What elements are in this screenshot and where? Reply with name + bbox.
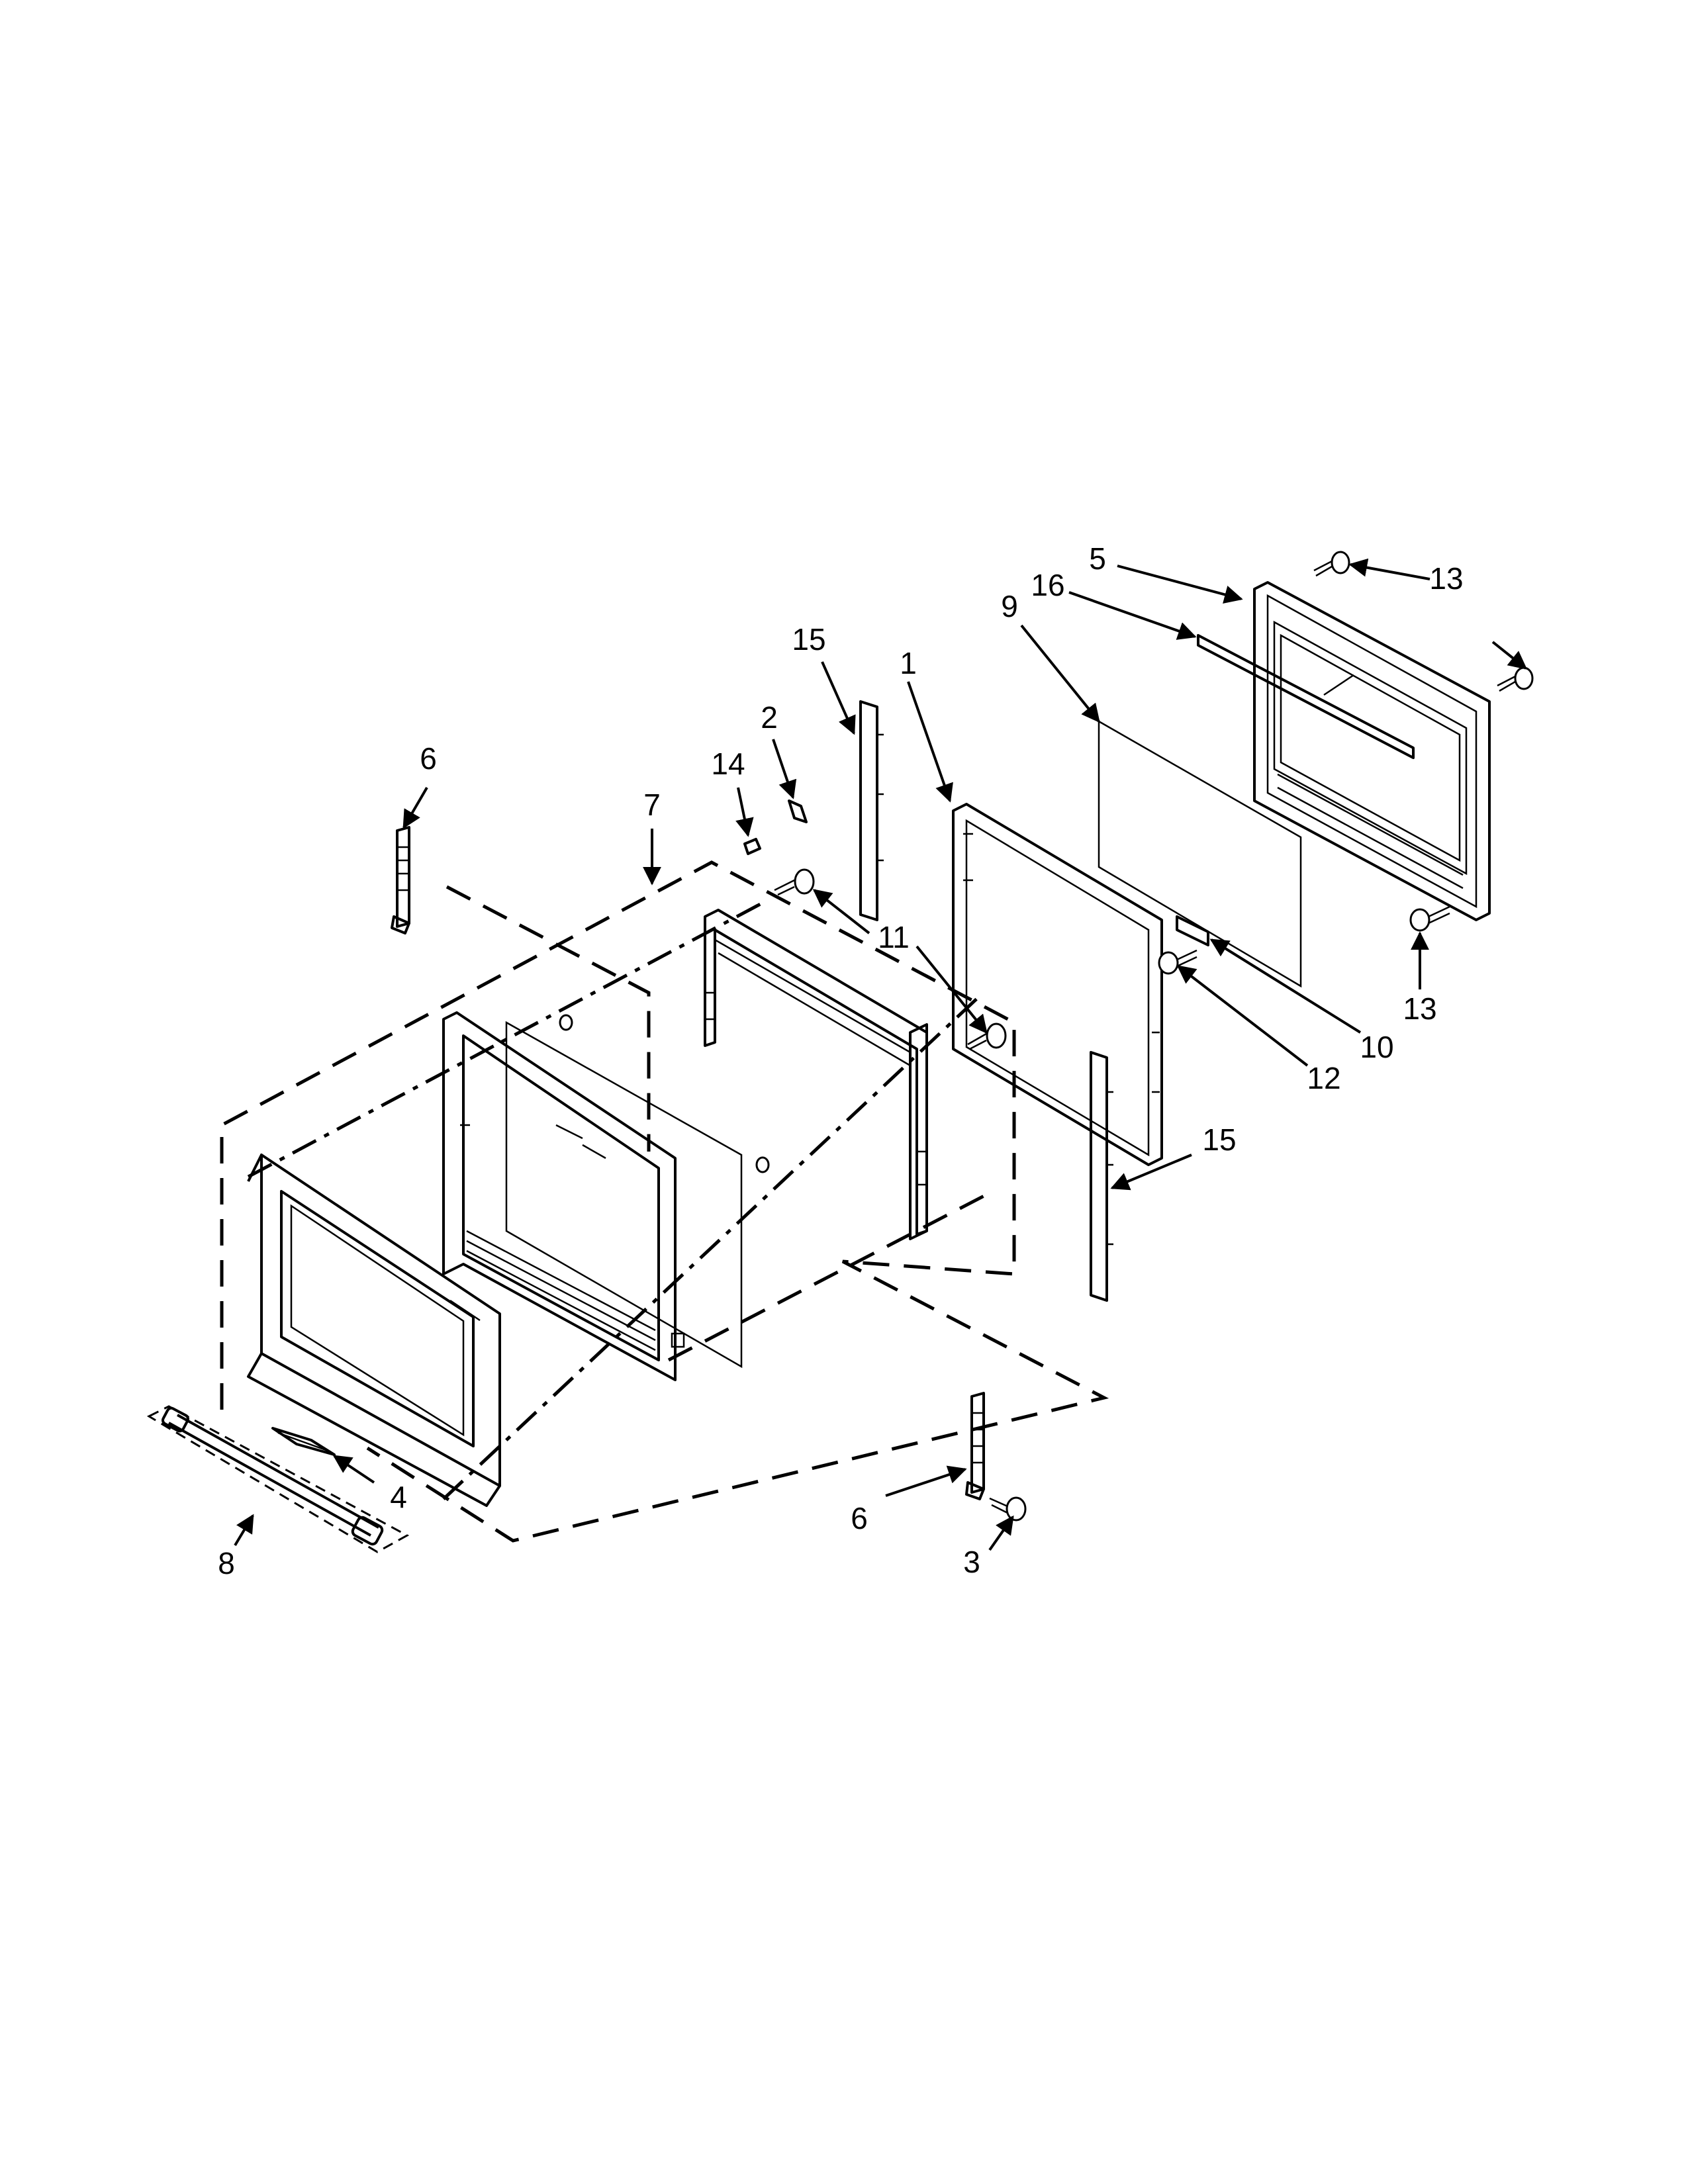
callout-2: 2	[761, 700, 778, 735]
callout-1: 1	[900, 646, 917, 680]
callout-6-upper: 6	[420, 741, 437, 776]
screw-part-12	[1158, 949, 1197, 975]
callout-15-upper: 15	[792, 622, 825, 657]
callout-12: 12	[1307, 1061, 1340, 1095]
callout-13-top: 13	[1429, 561, 1463, 596]
screw-part-3	[989, 1496, 1027, 1522]
callout-13-bottom: 13	[1403, 991, 1436, 1026]
hinge-part-6-lower	[965, 1392, 985, 1500]
door-liner-frame	[704, 909, 928, 1240]
callout-14: 14	[711, 747, 745, 781]
badge-part	[271, 1427, 336, 1456]
callout-11: 11	[878, 920, 910, 954]
rod-part-16	[1197, 634, 1415, 759]
callout-9: 9	[1001, 589, 1018, 623]
screw-parts-13	[1313, 551, 1534, 932]
hinge-part-6-upper	[391, 826, 410, 934]
callout-6-lower: 6	[851, 1501, 868, 1535]
handle-part	[146, 1405, 410, 1553]
glass-part-9	[1098, 719, 1302, 988]
callout-10: 10	[1360, 1030, 1393, 1064]
clip-part-2	[788, 799, 808, 823]
screw-parts-11	[559, 868, 1007, 1173]
callout-7: 7	[643, 788, 661, 822]
assembly-dashed-lines	[220, 860, 1109, 1543]
clip-part-14	[743, 838, 761, 855]
callout-leaders	[234, 558, 1528, 1551]
callout-labels: 1 2 3 4 5 6 6 7 8 9 10 11 12 13 13 14 15…	[218, 541, 1463, 1580]
callout-3: 3	[963, 1545, 980, 1579]
callout-8: 8	[218, 1546, 235, 1580]
inner-door-frame	[442, 1011, 685, 1381]
inner-panel-part-1	[952, 803, 1163, 1166]
side-strip-part-15-lower	[1090, 1051, 1113, 1302]
callout-5: 5	[1089, 541, 1106, 576]
inner-glass-panel	[505, 1021, 743, 1369]
outer-door-panel	[247, 1154, 501, 1507]
bracket-part-10	[1176, 915, 1209, 946]
side-strip-part-15-upper	[859, 700, 884, 921]
rear-frame-part-5	[1253, 581, 1491, 921]
callout-15-lower: 15	[1202, 1122, 1236, 1157]
callout-4: 4	[390, 1480, 407, 1514]
callout-16: 16	[1031, 568, 1064, 602]
